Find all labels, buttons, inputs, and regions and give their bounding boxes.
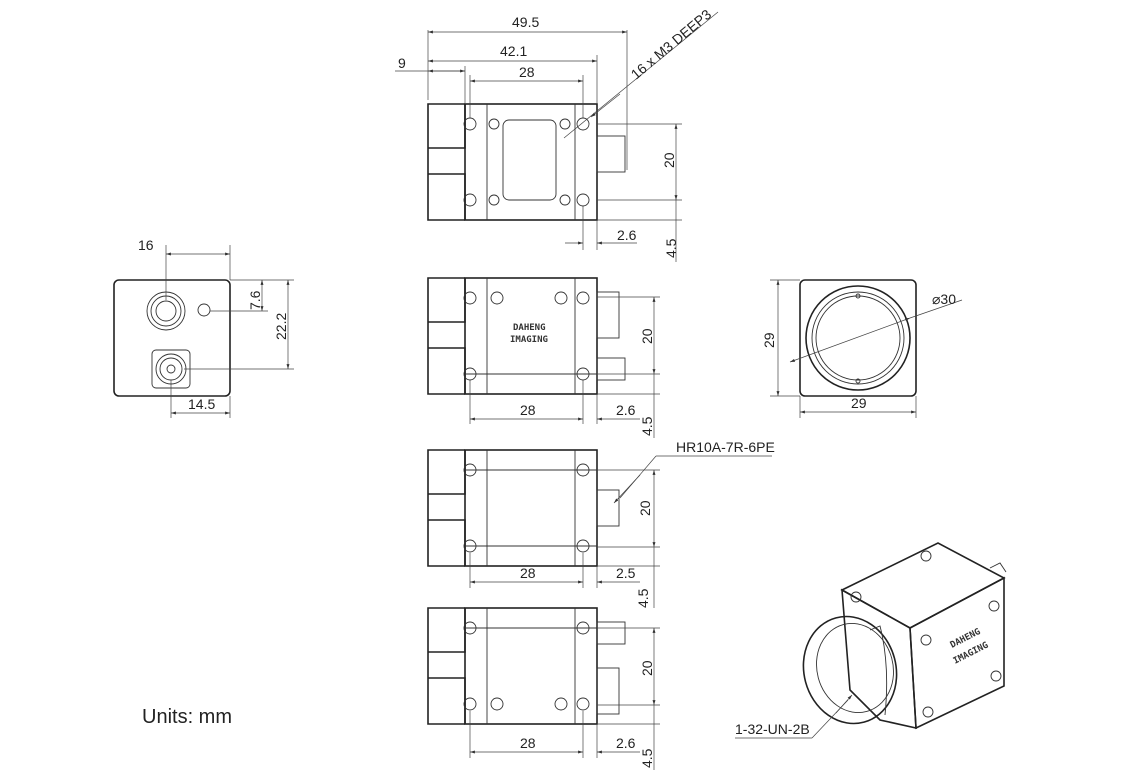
connector [596,135,626,173]
dim-offset-bottom: 4.5 [635,588,651,608]
power-connector [596,357,626,381]
dim-offset-right: 2.5 [616,565,636,581]
top-view-dimensions: 49.5 42.1 9 28 16 x M3 DEEP3 20 4.5 2.6 [395,6,719,262]
dim-connector-y: 7.6 [247,290,263,310]
thread-note: 16 x M3 DEEP3 [628,6,715,82]
dim-offset-bottom: 4.5 [663,238,679,258]
dim-offset-right: 2.6 [616,735,636,751]
mounting-hole-icon [576,291,590,305]
sensor-window [502,119,557,201]
mount-note: 1-32-UN-2B [735,721,810,737]
dim-flange: 9 [398,55,406,71]
dim-hole-spacing: 28 [519,64,535,80]
dim-connector2-x: 14.5 [188,396,215,412]
back-view: 16 7.6 22.2 14.5 [113,237,294,418]
screw-icon [488,194,500,206]
front-view: 29 29 ⌀30 [761,279,963,418]
camera-view-4 [427,607,626,725]
units-label: Units: mm [142,706,232,728]
side-views: DAHENG IMAGING [427,103,626,725]
dim-hole-spacing-v: 20 [639,328,655,344]
lens-flange [427,103,466,221]
dim-hole-spacing-v: 20 [661,152,677,168]
camera-view-1 [427,103,626,221]
dim-offset-bottom: 4.5 [639,748,655,768]
screw-icon [554,291,568,305]
camera-body [464,607,598,725]
dim-hole-spacing: 28 [520,402,536,418]
dim-height: 29 [761,332,777,348]
dim-width: 29 [851,395,867,411]
screw-icon [490,697,504,711]
dim-hole-spacing-v: 20 [637,500,653,516]
dim-offset-right: 2.6 [617,227,637,243]
mounting-hole-icon [463,193,477,207]
logo: DAHENG [513,323,546,333]
camera-view-2: DAHENG IMAGING [427,277,626,395]
mounting-hole-icon [576,697,590,711]
logo: IMAGING [510,335,548,345]
screw-icon [559,194,571,206]
dim-offset-bottom: 4.5 [639,416,655,436]
dim-overall-length: 49.5 [512,14,539,30]
led-hole [197,303,211,317]
dim-hole-spacing-v: 20 [639,660,655,676]
dim-diameter: ⌀30 [932,291,956,307]
power-connector [596,621,626,645]
lens-flange [427,277,466,395]
camera-view-3 [427,449,620,567]
io-connector [596,667,620,715]
side-view-1-dimensions: 20 4.5 28 2.6 [469,296,660,438]
connector-note: HR10A-7R-6PE [676,439,775,455]
dim-connector-x: 16 [138,237,154,253]
mounting-hole-icon [463,291,477,305]
side-view-3-dimensions: 20 4.5 28 2.6 [469,627,660,770]
side-view-2-dimensions: HR10A-7R-6PE 20 4.5 28 2.5 [469,439,775,608]
dim-body-length: 42.1 [500,43,527,59]
dim-hole-spacing: 28 [520,735,536,751]
screw-icon [488,118,500,130]
lens-flange [427,449,466,567]
screw-icon [490,291,504,305]
mounting-hole-icon [463,697,477,711]
lens-flange [427,607,466,725]
dim-offset-right: 2.6 [616,402,636,418]
mounting-hole-icon [576,193,590,207]
mounting-hole-icon [576,117,590,131]
hr10a-connector [596,489,620,527]
dim-hole-spacing: 28 [520,565,536,581]
isometric-view: DAHENG IMAGING 1-32-UN-2B [735,542,1007,739]
dim-connector2-y: 22.2 [273,313,289,340]
io-connector [596,291,620,339]
screw-icon [554,697,568,711]
lens-mount-icon [805,285,911,391]
screw-icon [559,118,571,130]
